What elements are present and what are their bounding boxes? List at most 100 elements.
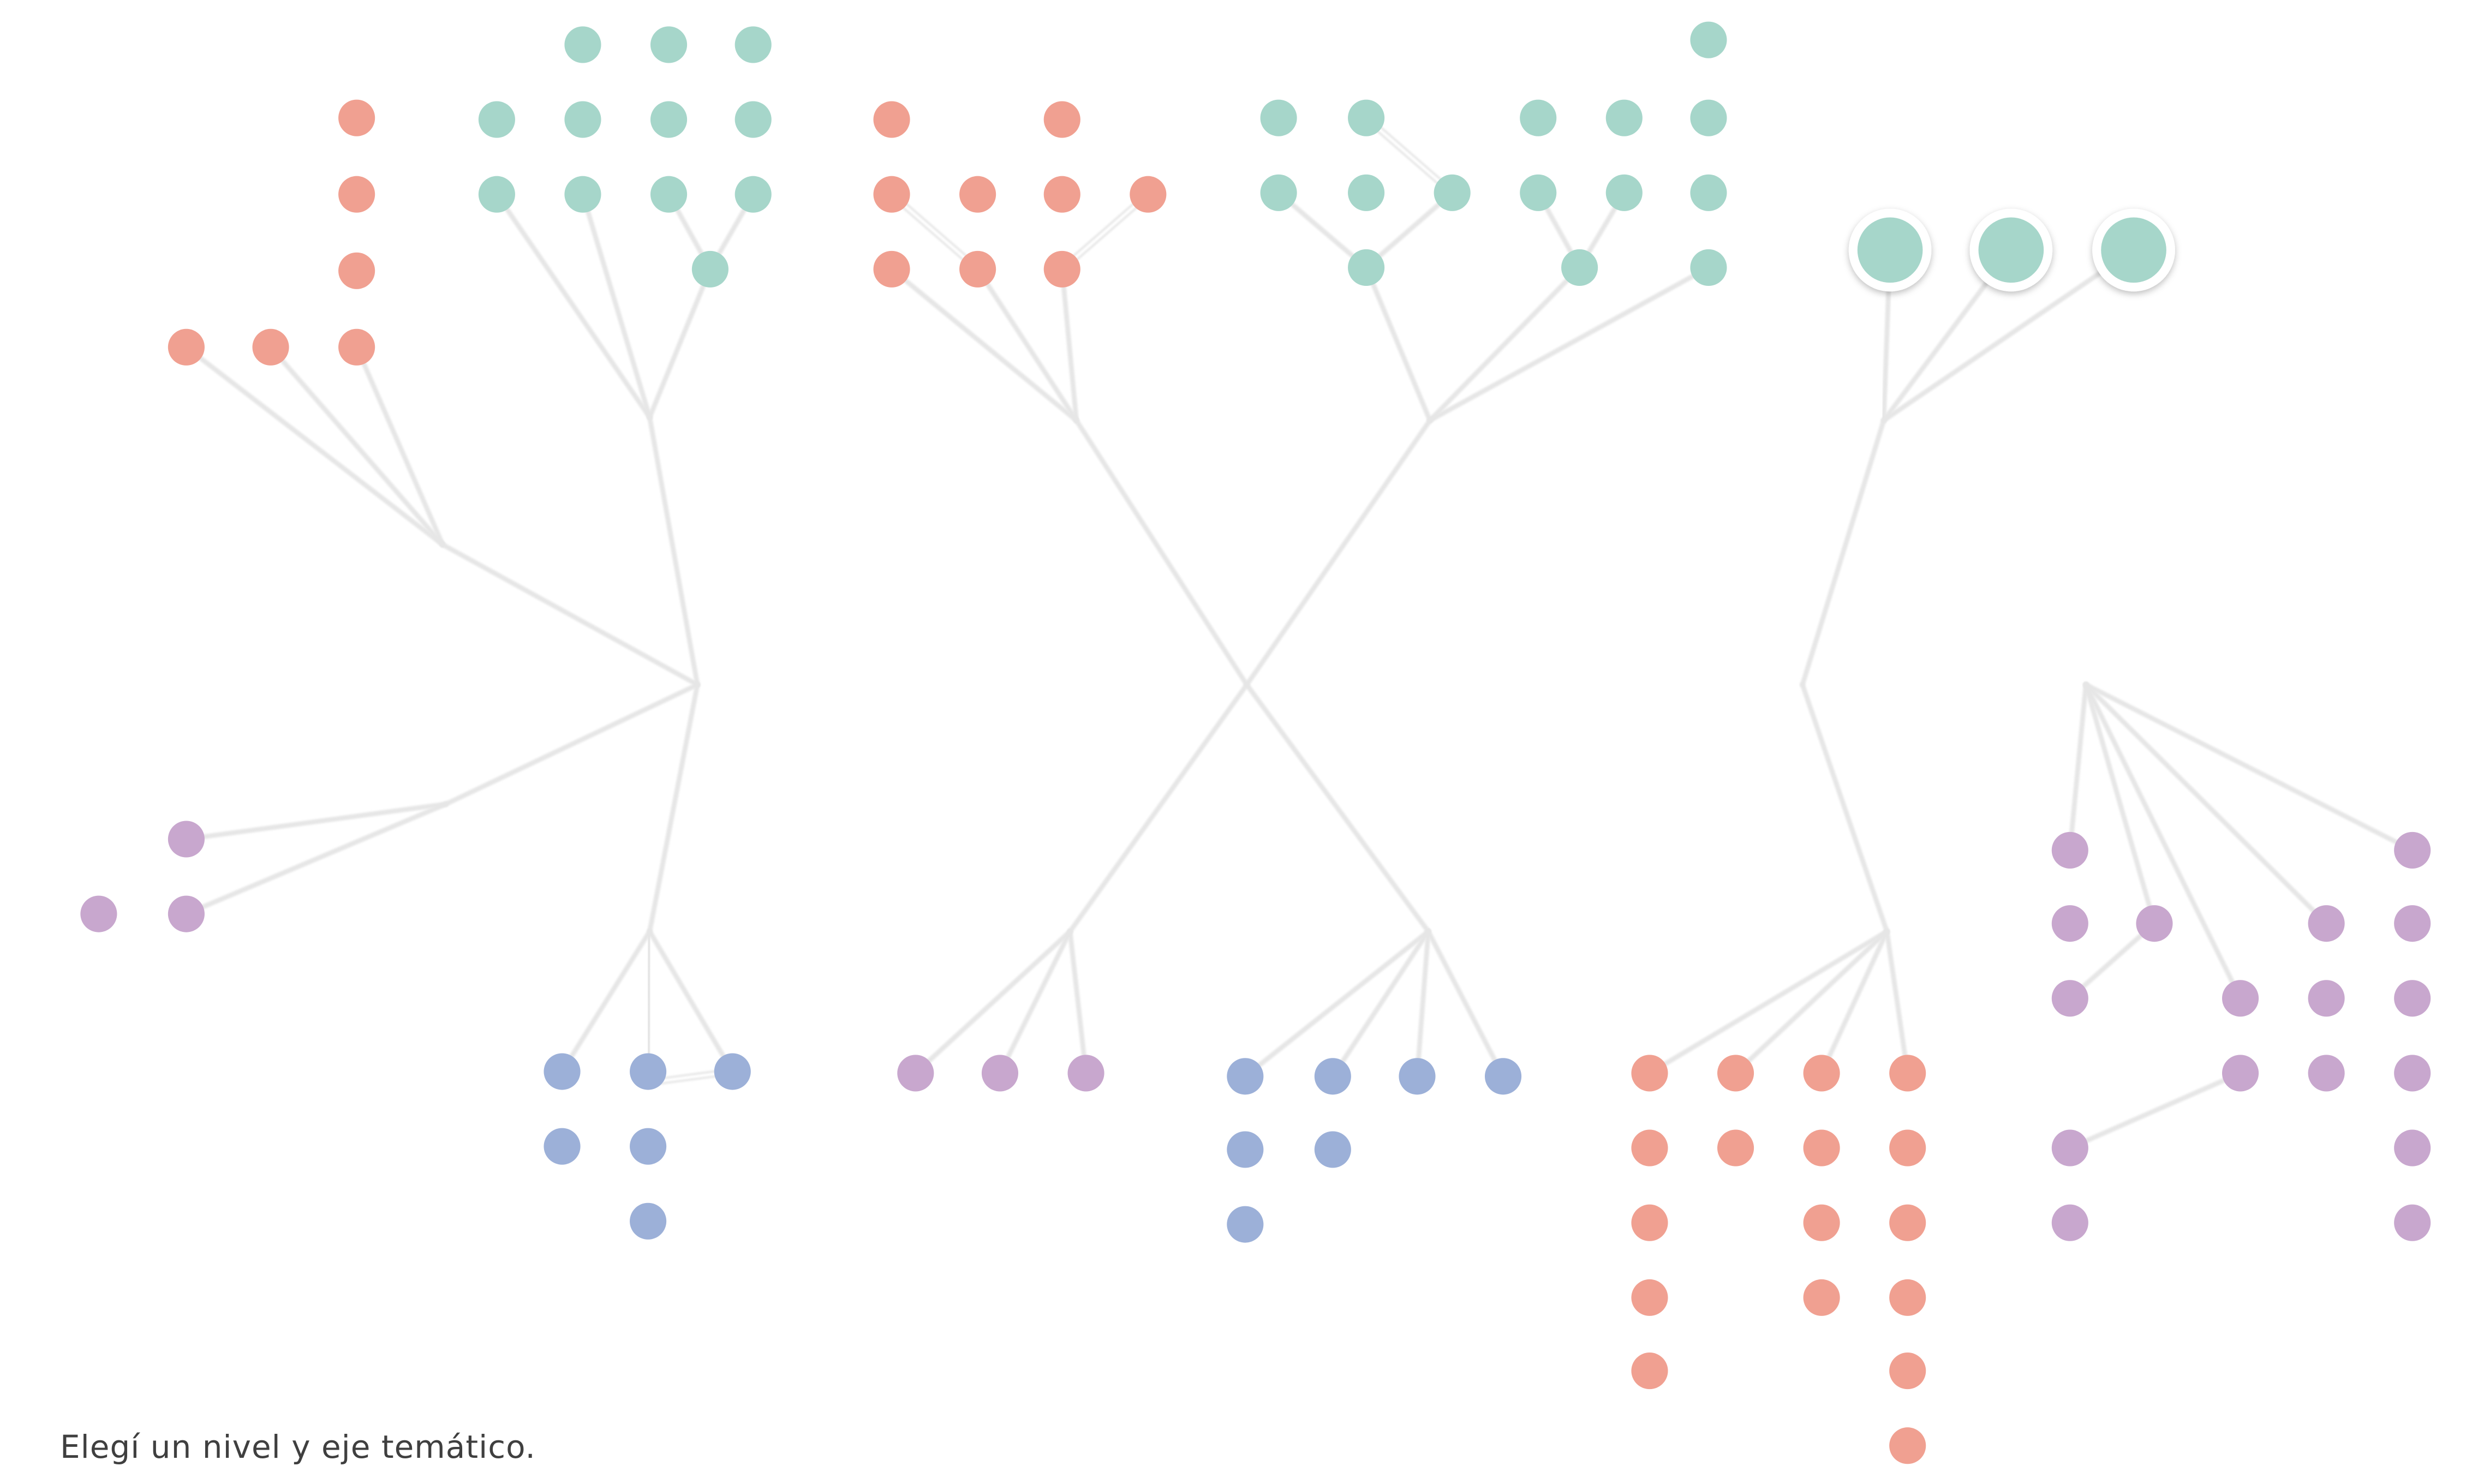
topic-node-purple-8[interactable] <box>168 895 205 932</box>
topic-node-salmon-3[interactable] <box>338 252 375 289</box>
topic-node-teal-12[interactable] <box>735 26 772 63</box>
topic-node-salmon-69[interactable] <box>1631 1129 1668 1166</box>
topic-node-salmon-24[interactable] <box>873 176 910 213</box>
level-node-2[interactable] <box>1978 217 2044 283</box>
topic-node-salmon-30[interactable] <box>1043 250 1080 288</box>
topic-node-purple-94[interactable] <box>2394 1055 2431 1092</box>
topic-node-blue-63[interactable] <box>1314 1131 1351 1168</box>
topic-node-salmon-5[interactable] <box>168 328 205 366</box>
topic-node-teal-19[interactable] <box>650 176 688 213</box>
topic-node-salmon-73[interactable] <box>1631 1204 1668 1241</box>
topic-node-teal-15[interactable] <box>650 101 688 138</box>
topic-node-blue-50[interactable] <box>630 1053 667 1090</box>
topic-node-salmon-81[interactable] <box>1889 1427 1926 1464</box>
topic-node-salmon-6[interactable] <box>252 328 289 366</box>
topic-node-teal-18[interactable] <box>564 176 601 213</box>
connector-line <box>2083 682 2243 1001</box>
connector-line <box>268 344 445 547</box>
topic-node-purple-97[interactable] <box>2051 1204 2088 1241</box>
topic-node-purple-57[interactable] <box>1067 1055 1104 1092</box>
topic-node-salmon-25[interactable] <box>959 176 996 213</box>
topic-node-teal-17[interactable] <box>478 176 515 213</box>
topic-node-teal-32[interactable] <box>1348 99 1385 136</box>
topic-node-salmon-78[interactable] <box>1889 1279 1926 1316</box>
topic-node-salmon-80[interactable] <box>1889 1353 1926 1390</box>
topic-node-salmon-74[interactable] <box>1803 1204 1840 1241</box>
topic-node-salmon-4[interactable] <box>338 328 375 366</box>
topic-node-purple-90[interactable] <box>2308 980 2345 1017</box>
topic-node-purple-83[interactable] <box>2394 831 2431 869</box>
topic-node-blue-58[interactable] <box>1227 1058 1264 1095</box>
topic-node-purple-9[interactable] <box>80 895 117 932</box>
topic-node-salmon-29[interactable] <box>959 250 996 288</box>
topic-node-teal-42[interactable] <box>1690 174 1727 211</box>
topic-node-purple-91[interactable] <box>2394 980 2431 1017</box>
topic-node-salmon-77[interactable] <box>1803 1279 1840 1316</box>
topic-node-teal-43[interactable] <box>1348 249 1385 286</box>
topic-node-purple-93[interactable] <box>2308 1055 2345 1092</box>
topic-node-blue-51[interactable] <box>714 1053 751 1090</box>
level-node-3[interactable] <box>2101 217 2166 283</box>
topic-node-teal-36[interactable] <box>1690 99 1727 136</box>
topic-node-salmon-2[interactable] <box>338 176 375 213</box>
topic-node-purple-84[interactable] <box>2051 905 2088 942</box>
topic-node-teal-20[interactable] <box>735 176 772 213</box>
topic-node-salmon-79[interactable] <box>1631 1353 1668 1390</box>
topic-node-purple-86[interactable] <box>2308 905 2345 942</box>
topic-node-blue-64[interactable] <box>1227 1206 1264 1243</box>
topic-node-teal-40[interactable] <box>1520 174 1557 211</box>
topic-node-blue-62[interactable] <box>1227 1131 1264 1168</box>
topic-node-salmon-1[interactable] <box>338 99 375 136</box>
topic-node-blue-61[interactable] <box>1484 1058 1522 1095</box>
topic-node-purple-96[interactable] <box>2394 1129 2431 1166</box>
topic-node-teal-31[interactable] <box>1260 99 1297 136</box>
topic-node-teal-35[interactable] <box>1690 21 1727 58</box>
topic-node-salmon-68[interactable] <box>1889 1055 1926 1092</box>
topic-node-purple-88[interactable] <box>2051 980 2088 1017</box>
topic-node-purple-85[interactable] <box>2136 905 2173 942</box>
topic-node-salmon-65[interactable] <box>1631 1055 1668 1092</box>
topic-node-teal-37[interactable] <box>1260 174 1297 211</box>
topic-node-blue-54[interactable] <box>630 1202 667 1240</box>
level-node-1[interactable] <box>1857 217 1923 283</box>
topic-node-teal-33[interactable] <box>1520 99 1557 136</box>
topic-node-salmon-71[interactable] <box>1803 1129 1840 1166</box>
topic-node-salmon-75[interactable] <box>1889 1204 1926 1241</box>
topic-node-teal-21[interactable] <box>691 250 729 288</box>
topic-node-salmon-22[interactable] <box>873 101 910 138</box>
topic-node-purple-7[interactable] <box>168 821 205 858</box>
topic-node-salmon-76[interactable] <box>1631 1279 1668 1316</box>
topic-node-teal-39[interactable] <box>1434 174 1471 211</box>
topic-node-teal-44[interactable] <box>1561 249 1598 286</box>
topic-node-purple-87[interactable] <box>2394 905 2431 942</box>
topic-node-purple-82[interactable] <box>2051 831 2088 869</box>
topic-node-teal-14[interactable] <box>564 101 601 138</box>
topic-node-teal-41[interactable] <box>1605 174 1643 211</box>
topic-node-salmon-27[interactable] <box>1130 176 1167 213</box>
topic-node-blue-53[interactable] <box>630 1128 667 1165</box>
topic-node-blue-49[interactable] <box>544 1053 581 1090</box>
topic-node-blue-59[interactable] <box>1314 1058 1351 1095</box>
topic-node-teal-16[interactable] <box>735 101 772 138</box>
topic-node-purple-98[interactable] <box>2394 1204 2431 1241</box>
topic-node-purple-89[interactable] <box>2222 980 2259 1017</box>
topic-node-teal-45[interactable] <box>1690 249 1727 286</box>
topic-node-salmon-26[interactable] <box>1043 176 1080 213</box>
topic-node-purple-55[interactable] <box>897 1055 934 1092</box>
topic-node-purple-56[interactable] <box>981 1055 1019 1092</box>
topic-node-teal-38[interactable] <box>1348 174 1385 211</box>
topic-node-salmon-72[interactable] <box>1889 1129 1926 1166</box>
topic-node-purple-95[interactable] <box>2051 1129 2088 1166</box>
topic-node-teal-34[interactable] <box>1605 99 1643 136</box>
topic-node-blue-60[interactable] <box>1399 1058 1436 1095</box>
topic-node-salmon-67[interactable] <box>1803 1055 1840 1092</box>
topic-node-teal-11[interactable] <box>650 26 688 63</box>
topic-node-salmon-66[interactable] <box>1717 1055 1754 1092</box>
topic-node-salmon-70[interactable] <box>1717 1129 1754 1166</box>
topic-node-purple-92[interactable] <box>2222 1055 2259 1092</box>
topic-node-salmon-28[interactable] <box>873 250 910 288</box>
topic-node-teal-13[interactable] <box>478 101 515 138</box>
topic-node-blue-52[interactable] <box>544 1128 581 1165</box>
topic-node-teal-10[interactable] <box>564 26 601 63</box>
topic-node-salmon-23[interactable] <box>1043 101 1080 138</box>
